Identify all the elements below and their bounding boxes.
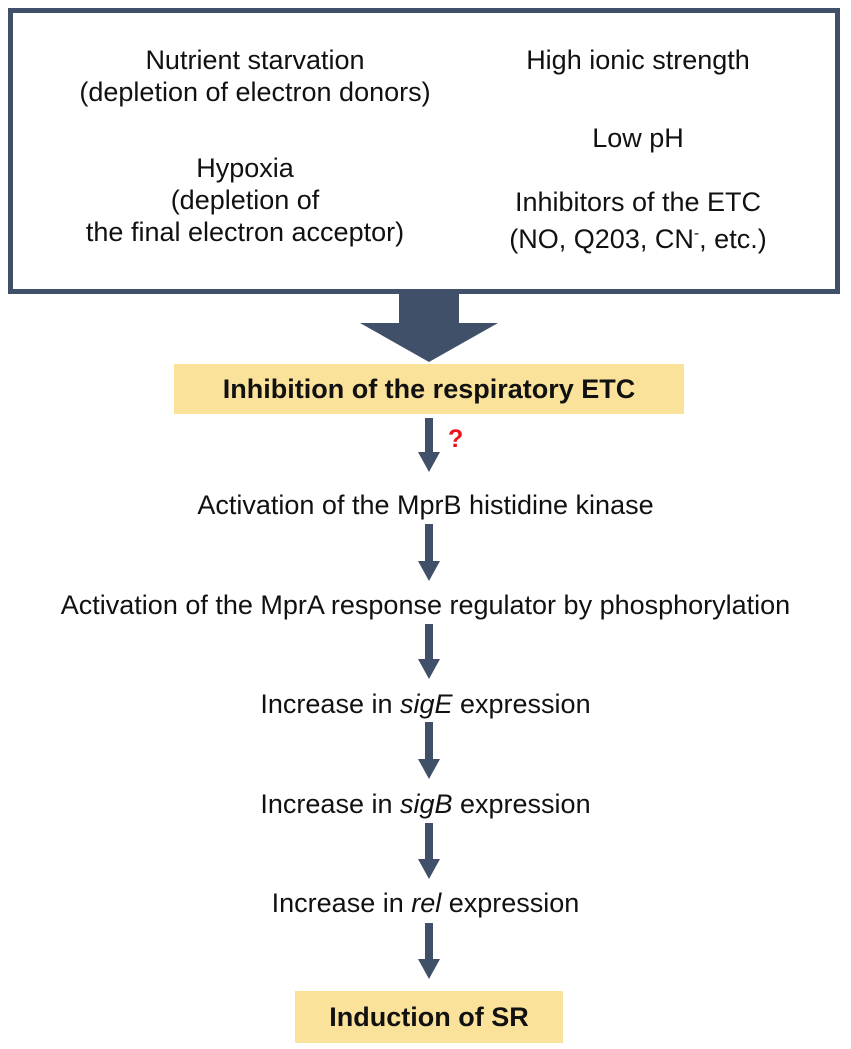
condition-hypoxia-title: Hypoxia [196,153,294,183]
rel-suffix: expression [441,888,580,918]
condition-hypoxia-detail-1: (depletion of [170,185,320,215]
question-mark: ? [448,425,464,453]
sige-gene: sigE [399,689,453,719]
condition-nutrient-title: Nutrient starvation [145,45,365,75]
condition-nutrient-detail: (depletion of electron donors) [79,77,431,107]
inhibition-etc-label: Inhibition of the respiratory ETC [174,364,684,414]
condition-low-ph: Low pH [592,123,684,153]
sige-suffix: expression [452,689,591,719]
step-rel-expression: Increase in rel expression [0,887,851,919]
step-mprb-activation: Activation of the MprB histidine kinase [197,490,654,520]
step-mpra-activation: Activation of the MprA response regulato… [60,590,791,620]
condition-nutrient-starvation: Nutrient starvation (depletion of electr… [45,44,465,108]
condition-inhibitors-title: Inhibitors of the ETC [514,187,762,217]
sige-prefix: Increase in [260,689,400,719]
sigb-suffix: expression [452,789,591,819]
small-arrow-5 [418,823,440,879]
small-arrow-4 [418,722,440,779]
rel-prefix: Increase in [271,888,412,918]
inhibitors-examples-start: (NO, Q203, CN [509,224,694,254]
induction-sr-label: Induction of SR [295,991,563,1043]
big-down-arrow [360,290,498,362]
conditions-box [8,8,840,294]
condition-inhibitors-examples: (NO, Q203, CN-, etc.) [468,218,808,255]
sigb-prefix: Increase in [260,789,400,819]
inhibitors-examples-end: , etc.) [699,224,767,254]
small-arrow-6 [418,923,440,979]
condition-hypoxia: Hypoxia (depletion of the final electron… [45,152,445,248]
rel-gene: rel [411,888,442,918]
condition-etc-inhibitors: Inhibitors of the ETC (NO, Q203, CN-, et… [468,186,808,255]
small-arrow-1 [418,418,440,472]
small-arrow-3 [418,624,440,679]
condition-high-ionic-strength: High ionic strength [526,45,750,75]
condition-hypoxia-detail-2: the final electron acceptor) [85,217,405,247]
sigb-gene: sigB [399,789,453,819]
step-sigb-expression: Increase in sigB expression [0,788,851,820]
step-sige-expression: Increase in sigE expression [0,688,851,720]
inhibitors-superscript: - [693,225,700,242]
small-arrow-2 [418,524,440,581]
